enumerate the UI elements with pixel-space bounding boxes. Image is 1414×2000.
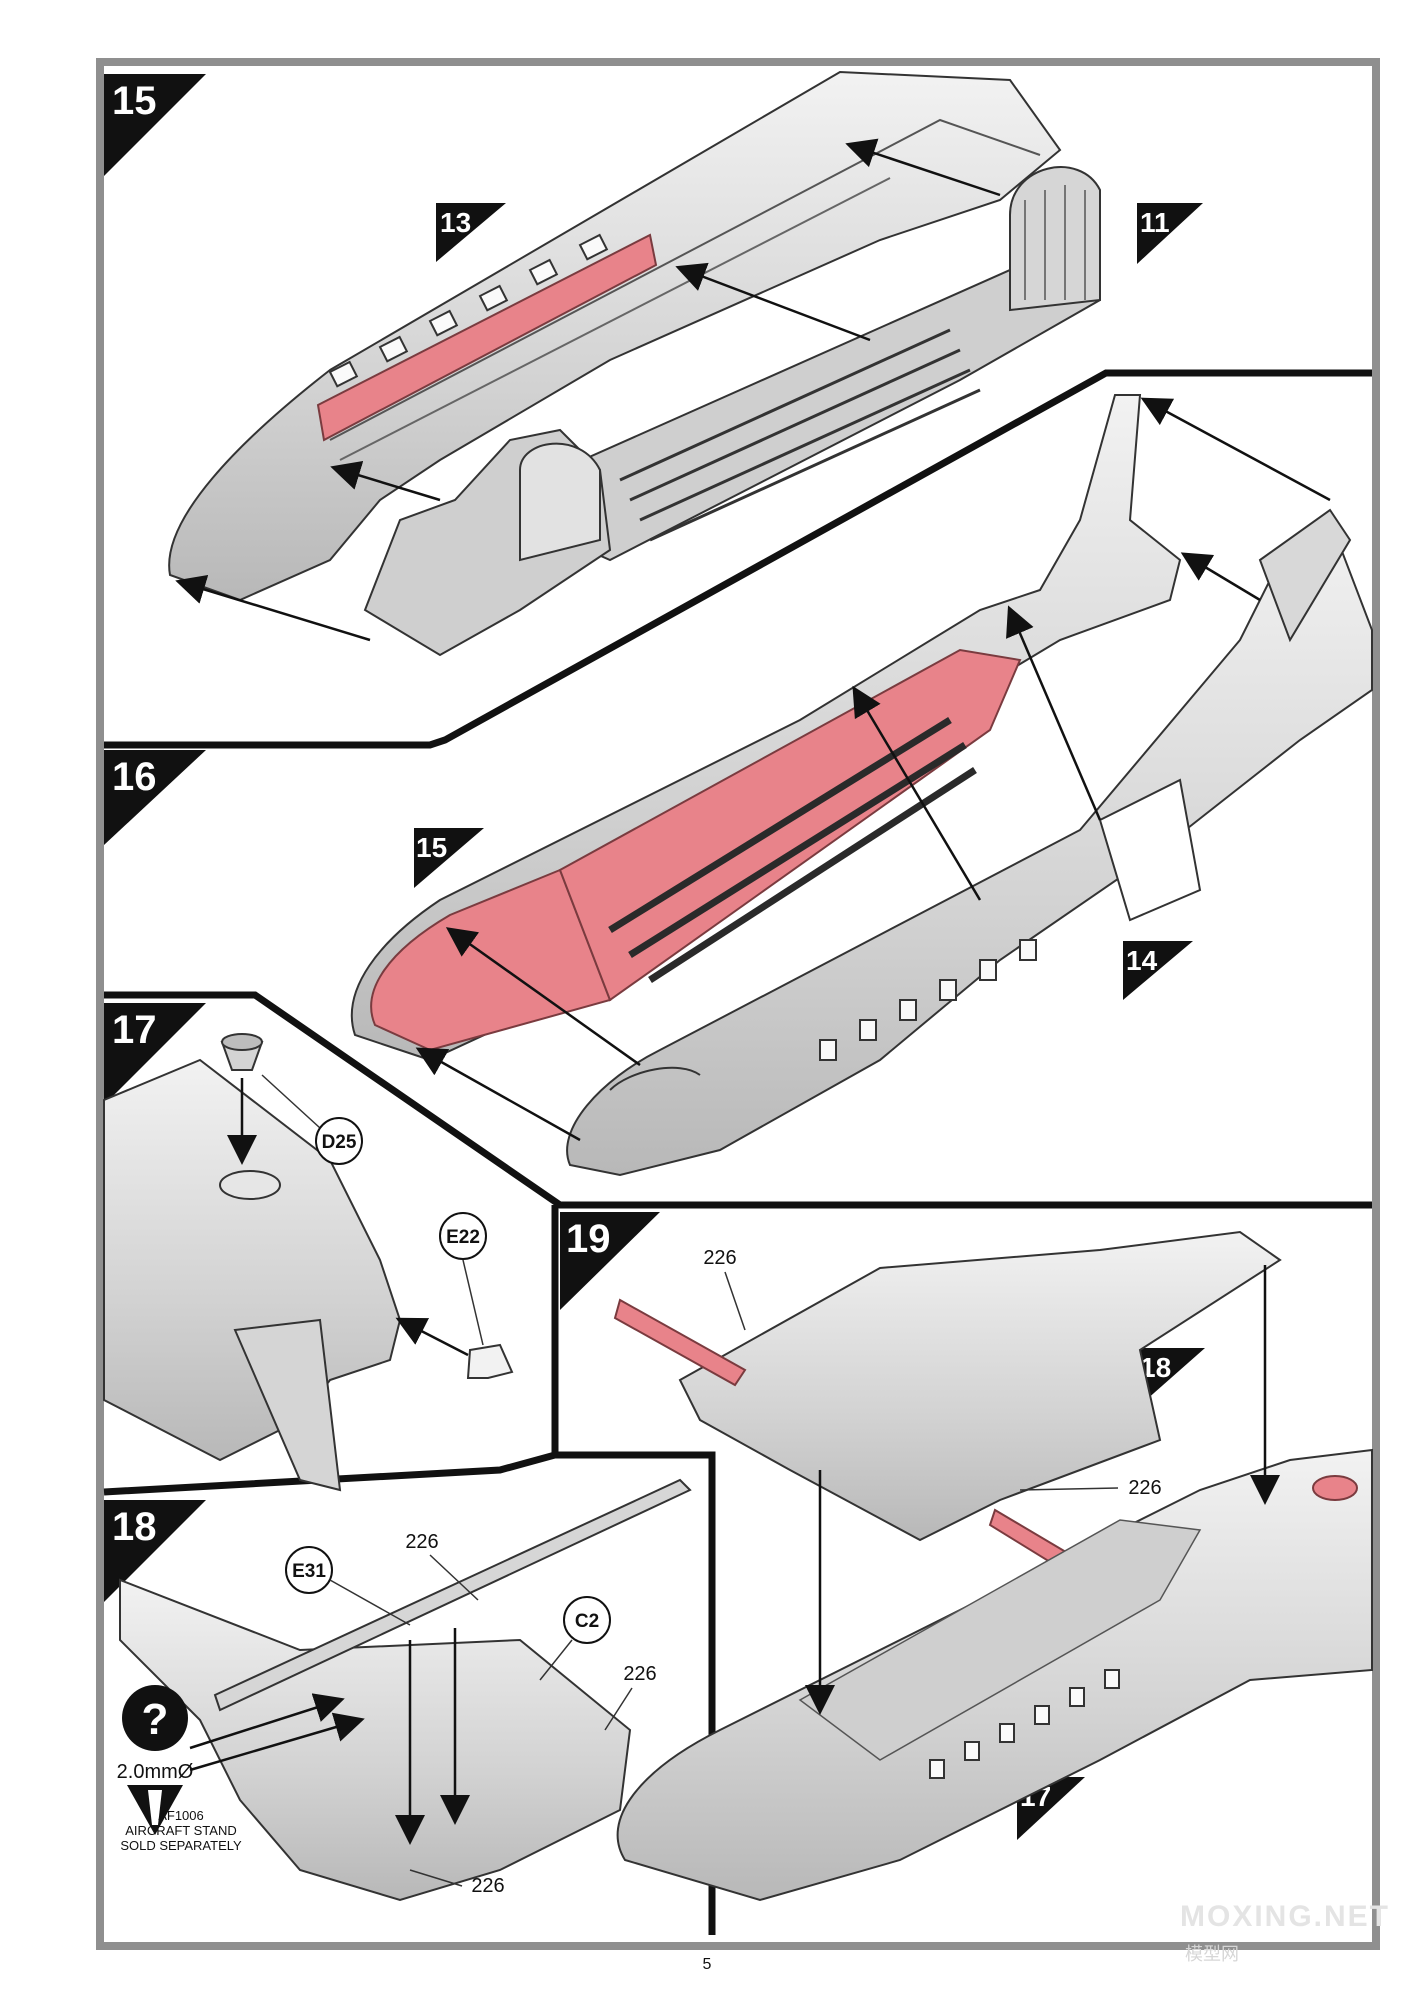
step-19-number: 19 (566, 1217, 611, 1261)
ref-18-badge (1137, 1348, 1205, 1408)
part-label-c2: C2 (575, 1611, 599, 1632)
ref-14-badge (1123, 941, 1193, 1000)
step-18-arrows (189, 1628, 470, 1845)
wing-lower (119, 1578, 632, 1902)
label-226-c: 226 (471, 1875, 504, 1897)
stand-availability: SOLD SEPARATELY (120, 1838, 242, 1853)
step-19-arrows (805, 1265, 1280, 1715)
label-226-e: 226 (1128, 1477, 1161, 1499)
step-16-arrows (415, 397, 1331, 1142)
tail-section (103, 1058, 402, 1462)
seat-row-highlight (316, 233, 658, 442)
outer-windows (819, 939, 1037, 1061)
fuselage-windows (929, 1669, 1120, 1779)
dome-highlight (1312, 1475, 1358, 1501)
stand-code: AF1006 (158, 1808, 204, 1823)
step-16-badge (104, 750, 206, 845)
page-number: 5 (702, 1956, 712, 1973)
step-15-arrows (175, 138, 1001, 642)
wing-recess (798, 1519, 1202, 1761)
step-19-badge (560, 1212, 660, 1310)
ref-15-badge (414, 828, 484, 888)
step-18-badge (104, 1500, 206, 1602)
step-17-badge (104, 1003, 206, 1105)
cargo-door-opening (1098, 778, 1202, 922)
rear-bulkhead (1009, 166, 1101, 312)
drill-size: 2.0mmØ (117, 1761, 194, 1783)
label-226-b: 226 (623, 1663, 656, 1685)
ref-11-number: 11 (1140, 207, 1170, 238)
ref-15-number: 15 (416, 832, 447, 863)
ref-14-number: 14 (1126, 945, 1158, 976)
part-e22 (466, 1343, 514, 1379)
cabin-highlight (558, 648, 1022, 1002)
svg-text:?: ? (142, 1695, 169, 1744)
step-17-number: 17 (112, 1008, 157, 1052)
step-16-number: 16 (112, 755, 157, 799)
watermark-sub: 模型网 (1185, 1944, 1239, 1965)
step-15-number: 15 (112, 79, 157, 123)
step-18: 18 E31 226 C2 226 226 ? 2.0mmØ (104, 1478, 692, 1902)
wing-assembly (678, 1230, 1282, 1542)
floor-rails (619, 328, 981, 542)
stand-note: AF1006 AIRCRAFT STAND SOLD SEPARATELY (96, 1808, 266, 1853)
step-15-badge (104, 74, 206, 176)
panel-dividers (103, 369, 1372, 1935)
label-226-a: 226 (405, 1531, 438, 1553)
ref-13-number: 13 (440, 207, 471, 238)
step-18-number: 18 (112, 1505, 157, 1549)
spar-highlight-left (613, 1298, 747, 1387)
step-15: 15 13 11 (104, 70, 1203, 657)
watermark-brand: MOXING.NET (1180, 1900, 1391, 1933)
part-e31-spar (213, 1478, 692, 1712)
step-19: 19 18 17 226 226 (560, 1212, 1373, 1902)
step-16: 16 15 14 (104, 394, 1373, 1177)
question-icon (122, 1685, 188, 1751)
part-label-e31: E31 (292, 1561, 326, 1582)
fin (1258, 508, 1352, 643)
part-label-d25: D25 (322, 1132, 357, 1153)
stand-title: AIRCRAFT STAND (125, 1823, 237, 1838)
tail-fin (233, 1318, 342, 1492)
label-226-d: 226 (703, 1247, 736, 1269)
cabin-windows (328, 233, 609, 388)
ref-13-badge (436, 203, 506, 262)
ref-11-badge (1137, 203, 1203, 264)
step-17: 17 16 D25 E22 (103, 1003, 514, 1492)
part-label-e22: E22 (446, 1227, 480, 1248)
